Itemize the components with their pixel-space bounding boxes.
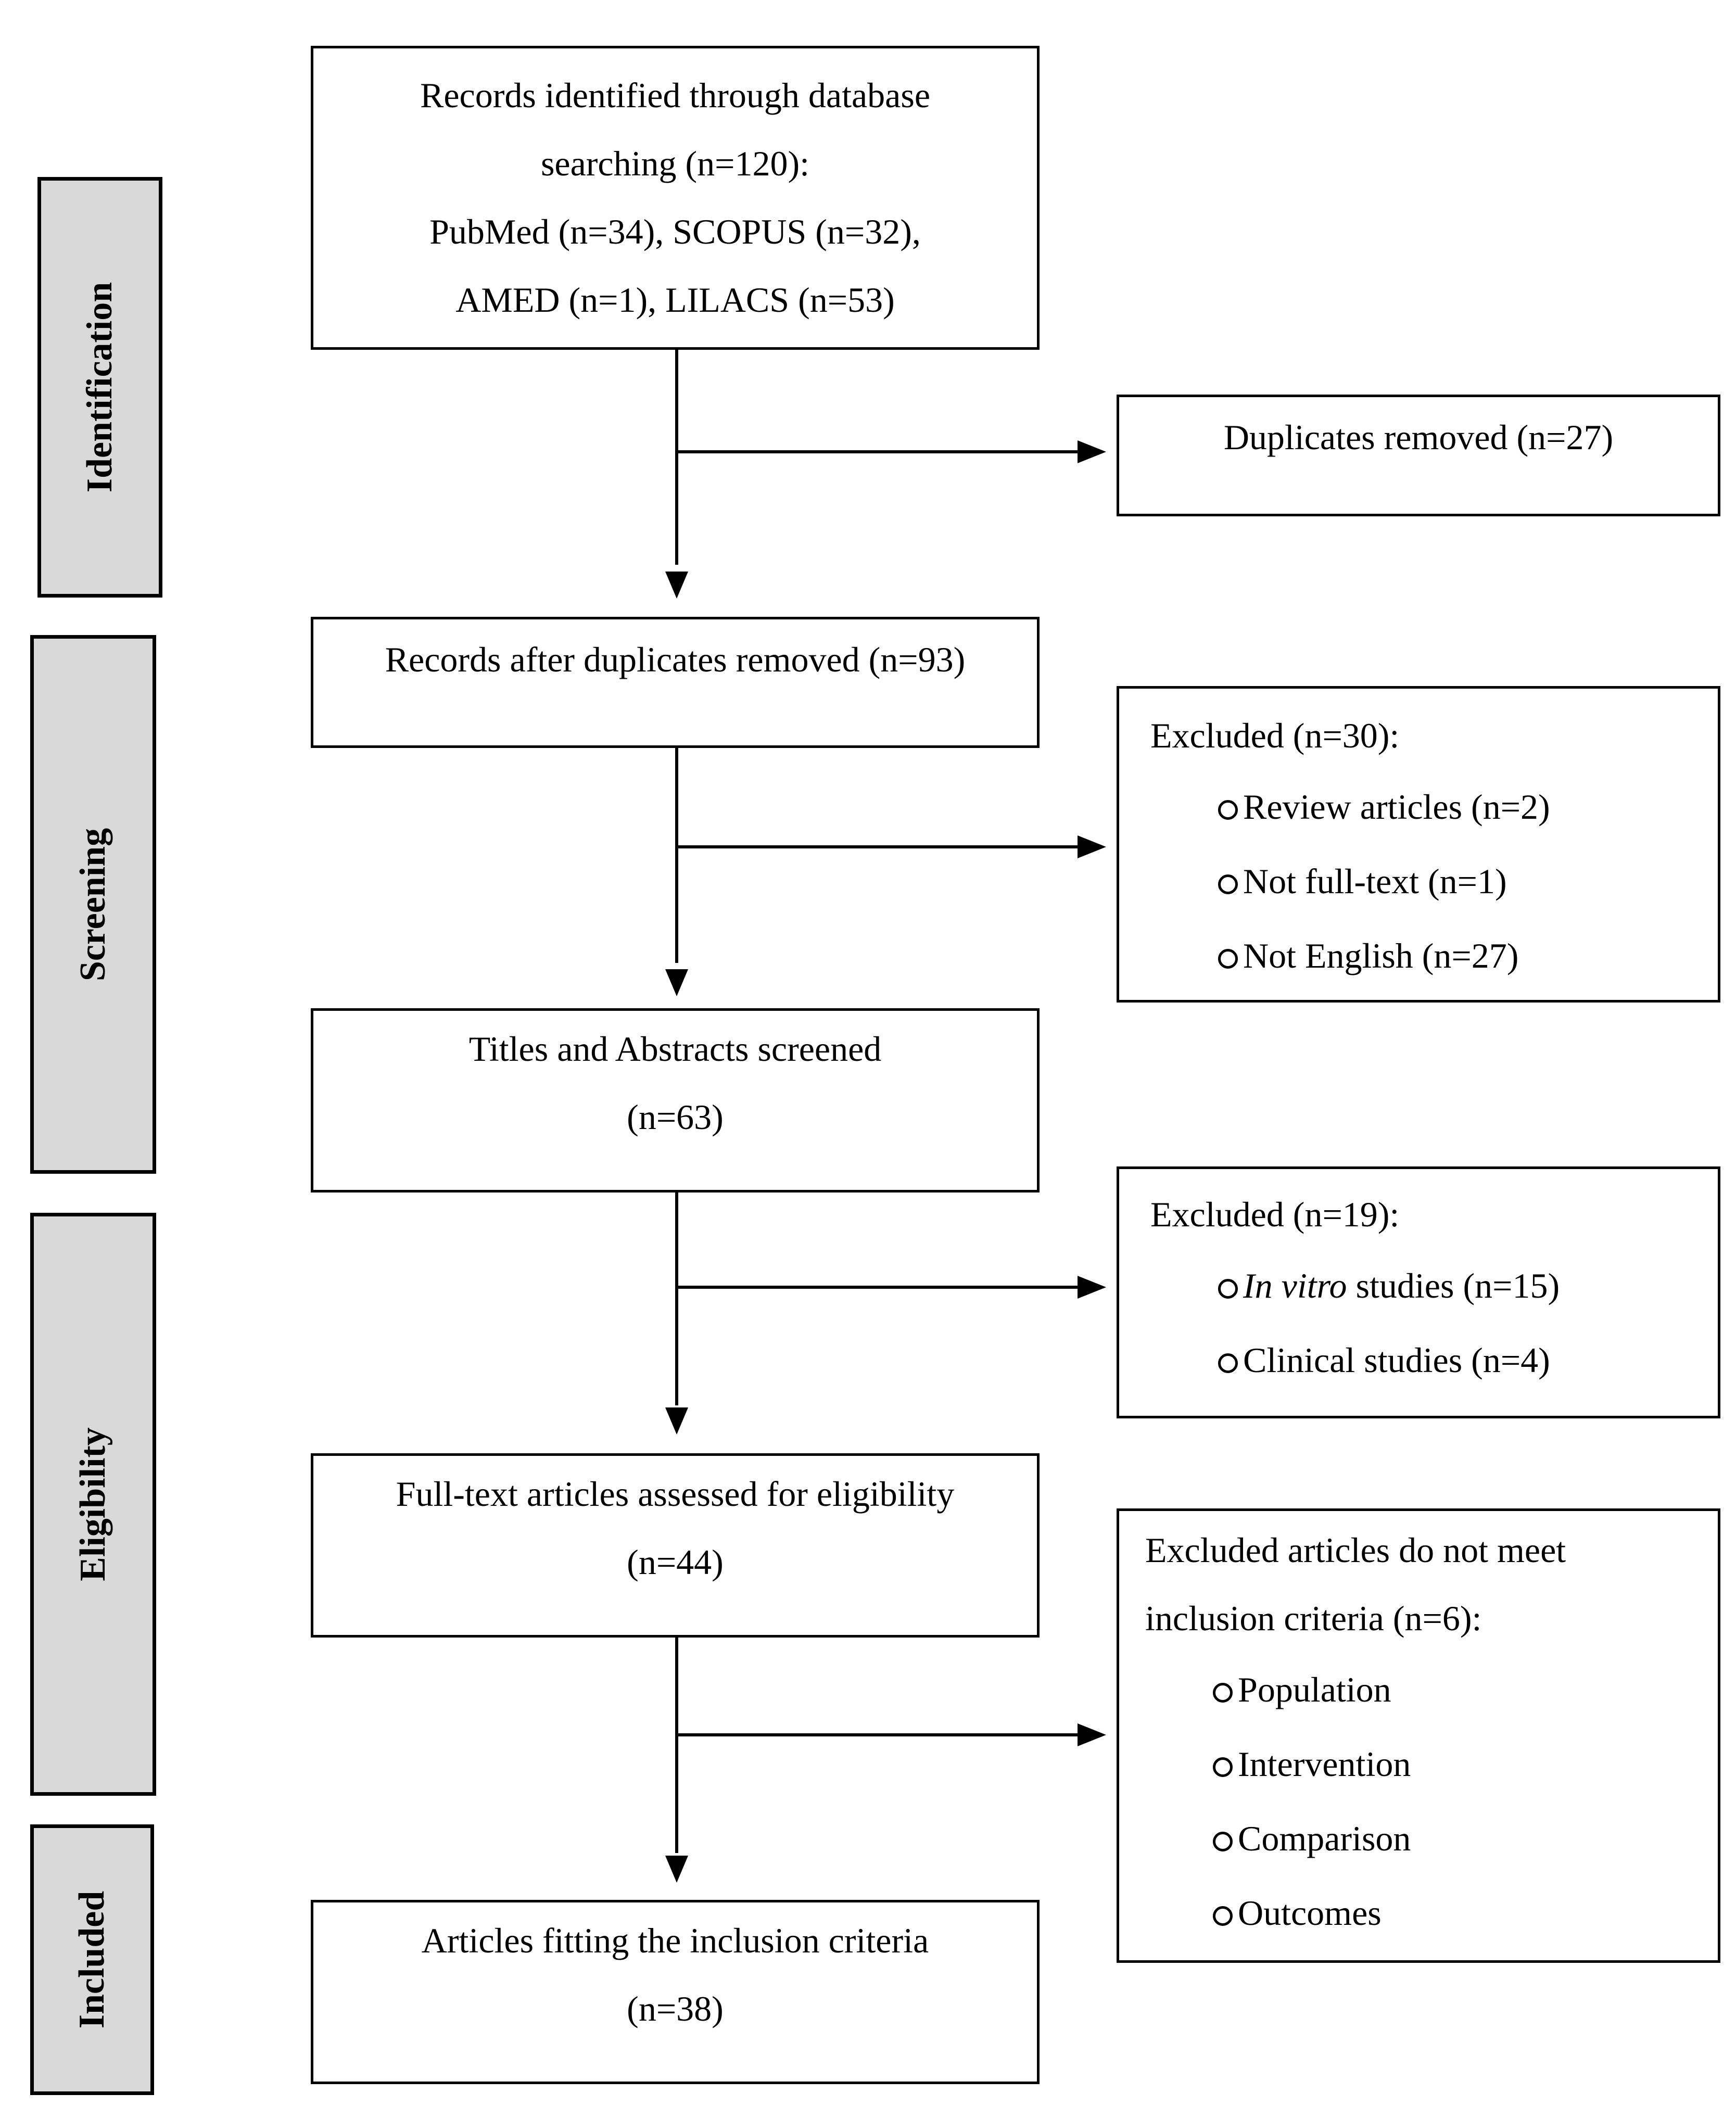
records-identified-line2: searching (n=120): xyxy=(540,144,810,183)
box-excluded-screening: Excluded (n=30): Review articles (n=2) N… xyxy=(1117,686,1720,1003)
circle-bullet-icon xyxy=(1213,1683,1233,1703)
stage-eligibility-label: Eligibility xyxy=(73,1427,113,1581)
arrowhead-right xyxy=(1078,1276,1106,1299)
criteria-item-population: Population xyxy=(1238,1670,1391,1709)
box-full-text-assessed: Full-text articles assessed for eligibil… xyxy=(311,1453,1040,1638)
criteria-item-outcomes: Outcomes xyxy=(1238,1893,1382,1933)
excluded-criteria-line2: inclusion criteria (n=6): xyxy=(1145,1598,1482,1638)
circle-bullet-icon xyxy=(1218,800,1238,820)
titles-abstracts-line2: (n=63) xyxy=(627,1097,724,1137)
circle-bullet-icon xyxy=(1218,874,1238,894)
list-item: In vitro studies (n=15) xyxy=(1150,1249,1718,1323)
box-excluded-criteria: Excluded articles do not meet inclusion … xyxy=(1117,1508,1720,1963)
excluded-titles-item-clinical: Clinical studies (n=4) xyxy=(1243,1340,1550,1380)
circle-bullet-icon xyxy=(1218,1279,1238,1299)
circle-bullet-icon xyxy=(1218,949,1238,969)
stage-identification: Identification xyxy=(37,177,162,598)
circle-bullet-icon xyxy=(1218,1353,1238,1373)
titles-abstracts-line1: Titles and Abstracts screened xyxy=(468,1029,882,1069)
duplicates-removed-text: Duplicates removed (n=27) xyxy=(1223,417,1614,457)
stage-identification-label: Identification xyxy=(80,282,120,493)
excluded-screening-title: Excluded (n=30): xyxy=(1150,716,1400,755)
circle-bullet-icon xyxy=(1213,1906,1233,1926)
arrowhead-down xyxy=(665,969,688,996)
records-identified-line4: AMED (n=1), LILACS (n=53) xyxy=(455,280,895,320)
included-articles-line1: Articles fitting the inclusion criteria xyxy=(421,1921,929,1960)
excluded-screening-item-english: Not English (n=27) xyxy=(1243,936,1519,975)
excluded-screening-item-fulltext: Not full-text (n=1) xyxy=(1243,861,1507,901)
records-identified-line3: PubMed (n=34), SCOPUS (n=32), xyxy=(429,212,921,251)
box-included-articles: Articles fitting the inclusion criteria … xyxy=(311,1900,1040,2084)
records-after-duplicates-text: Records after duplicates removed (n=93) xyxy=(385,640,966,679)
arrowhead-down xyxy=(665,572,688,599)
arrowhead-right xyxy=(1078,440,1106,463)
arrowhead-down xyxy=(665,1856,688,1883)
stage-screening: Screening xyxy=(30,635,156,1174)
excluded-titles-title: Excluded (n=19): xyxy=(1150,1195,1400,1234)
list-item: Not full-text (n=1) xyxy=(1150,844,1718,919)
criteria-item-intervention: Intervention xyxy=(1238,1744,1411,1784)
list-item: Review articles (n=2) xyxy=(1150,770,1718,844)
list-item: Intervention xyxy=(1145,1727,1718,1801)
full-text-line1: Full-text articles assessed for eligibil… xyxy=(396,1474,955,1514)
criteria-item-comparison: Comparison xyxy=(1238,1819,1411,1858)
list-item: Not English (n=27) xyxy=(1150,919,1718,993)
stage-included: Included xyxy=(30,1824,154,2095)
excluded-titles-item-invitro-rest: studies (n=15) xyxy=(1347,1266,1560,1305)
arrowhead-right xyxy=(1078,1723,1106,1746)
box-records-identified: Records identified through database sear… xyxy=(311,46,1040,350)
arrowhead-down xyxy=(665,1407,688,1435)
box-records-after-duplicates: Records after duplicates removed (n=93) xyxy=(311,617,1040,748)
list-item: Clinical studies (n=4) xyxy=(1150,1323,1718,1398)
excluded-titles-item-invitro-italic: In vitro xyxy=(1243,1266,1347,1305)
excluded-screening-item-review: Review articles (n=2) xyxy=(1243,787,1550,827)
circle-bullet-icon xyxy=(1213,1832,1233,1851)
box-titles-abstracts: Titles and Abstracts screened (n=63) xyxy=(311,1008,1040,1192)
arrowhead-right xyxy=(1078,835,1106,858)
list-item: Population xyxy=(1145,1653,1718,1727)
stage-screening-label: Screening xyxy=(73,828,113,981)
stage-included-label: Included xyxy=(72,1890,112,2029)
list-item: Outcomes xyxy=(1145,1876,1718,1950)
circle-bullet-icon xyxy=(1213,1757,1233,1777)
box-excluded-titles: Excluded (n=19): In vitro studies (n=15)… xyxy=(1117,1166,1720,1418)
box-duplicates-removed: Duplicates removed (n=27) xyxy=(1117,395,1720,516)
stage-eligibility: Eligibility xyxy=(30,1213,156,1796)
list-item: Comparison xyxy=(1145,1801,1718,1876)
excluded-criteria-line1: Excluded articles do not meet xyxy=(1145,1530,1566,1570)
full-text-line2: (n=44) xyxy=(627,1542,724,1582)
included-articles-line2: (n=38) xyxy=(627,1989,724,2028)
records-identified-line1: Records identified through database xyxy=(420,75,931,115)
